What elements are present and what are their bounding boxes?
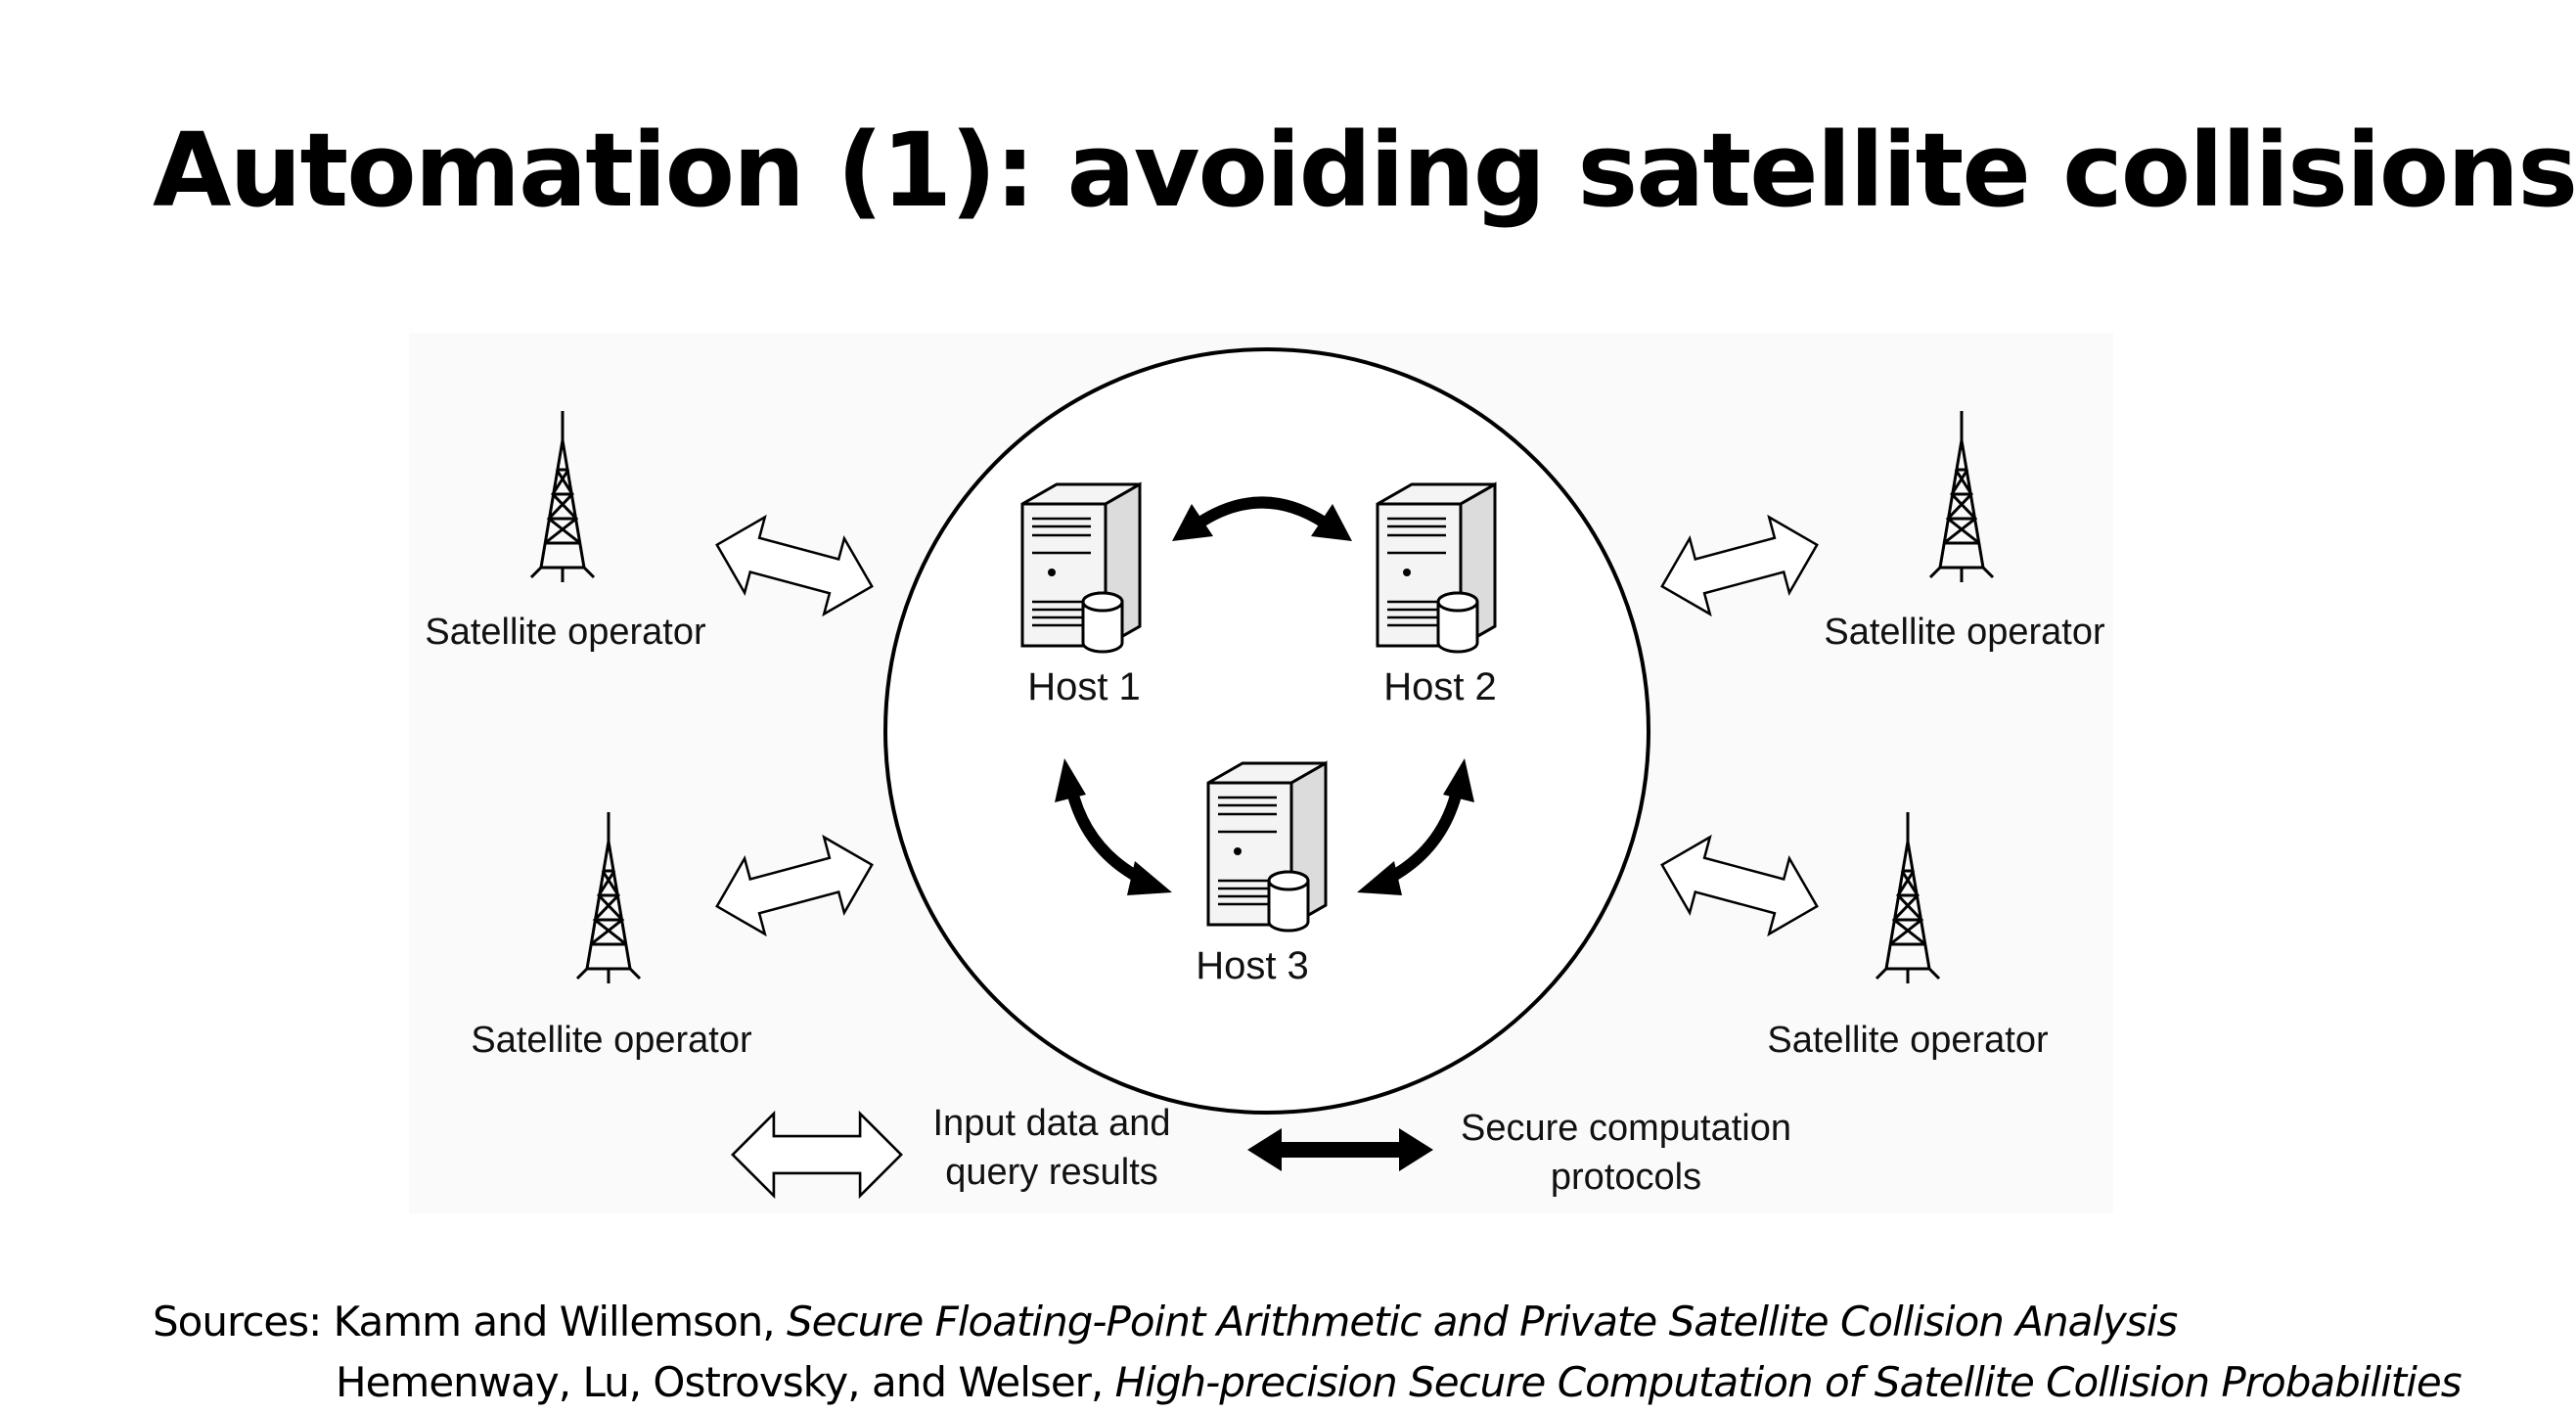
sources-line-1: Sources: Kamm and Willemson, Secure Floa…: [153, 1292, 2462, 1352]
secure-protocol-arrow-2-3: [1357, 758, 1474, 895]
host-label-2: Host 2: [1383, 665, 1497, 708]
slide-title: Automation (1): avoiding satellite colli…: [153, 111, 2576, 230]
host-label-3: Host 3: [1196, 944, 1309, 987]
operator-label-top-left: Satellite operator: [425, 612, 706, 653]
computation-circle: [883, 347, 1650, 1115]
sources-citation: Sources: Kamm and Willemson, Secure Floa…: [153, 1292, 2463, 1413]
citation-title: Secure Floating-Point Arithmetic and Pri…: [787, 1298, 2178, 1345]
legend-input-line1: Input data and: [933, 1103, 1171, 1144]
operator-label-bottom-right: Satellite operator: [1767, 1020, 2049, 1061]
operator-label-bottom-left: Satellite operator: [471, 1020, 752, 1061]
operator-label-top-right: Satellite operator: [1824, 612, 2105, 653]
server-icon: [1020, 482, 1142, 654]
secure-protocol-arrow-1-2: [1172, 496, 1352, 541]
secure-protocol-arrow-1-3: [1055, 758, 1172, 895]
legend-secure-line2: protocols: [1551, 1157, 1701, 1198]
host-label-1: Host 1: [1027, 665, 1141, 708]
legend-input-line2: query results: [945, 1152, 1158, 1193]
server-icon: [1376, 482, 1497, 654]
legend-secure-line1: Secure computation: [1461, 1108, 1791, 1149]
citation-title: High-precision Secure Computation of Sat…: [1114, 1358, 2463, 1406]
sources-line-2: Hemenway, Lu, Ostrovsky, and Welser, Hig…: [153, 1352, 2463, 1413]
citation-authors: Kamm and Willemson,: [333, 1298, 776, 1345]
citation-authors: Hemenway, Lu, Ostrovsky, and Welser,: [336, 1358, 1104, 1406]
mpc-diagram: Satellite operator Satellite operator Sa…: [425, 347, 2105, 1198]
server-icon: [1206, 761, 1328, 933]
sources-label: Sources:: [153, 1298, 322, 1345]
